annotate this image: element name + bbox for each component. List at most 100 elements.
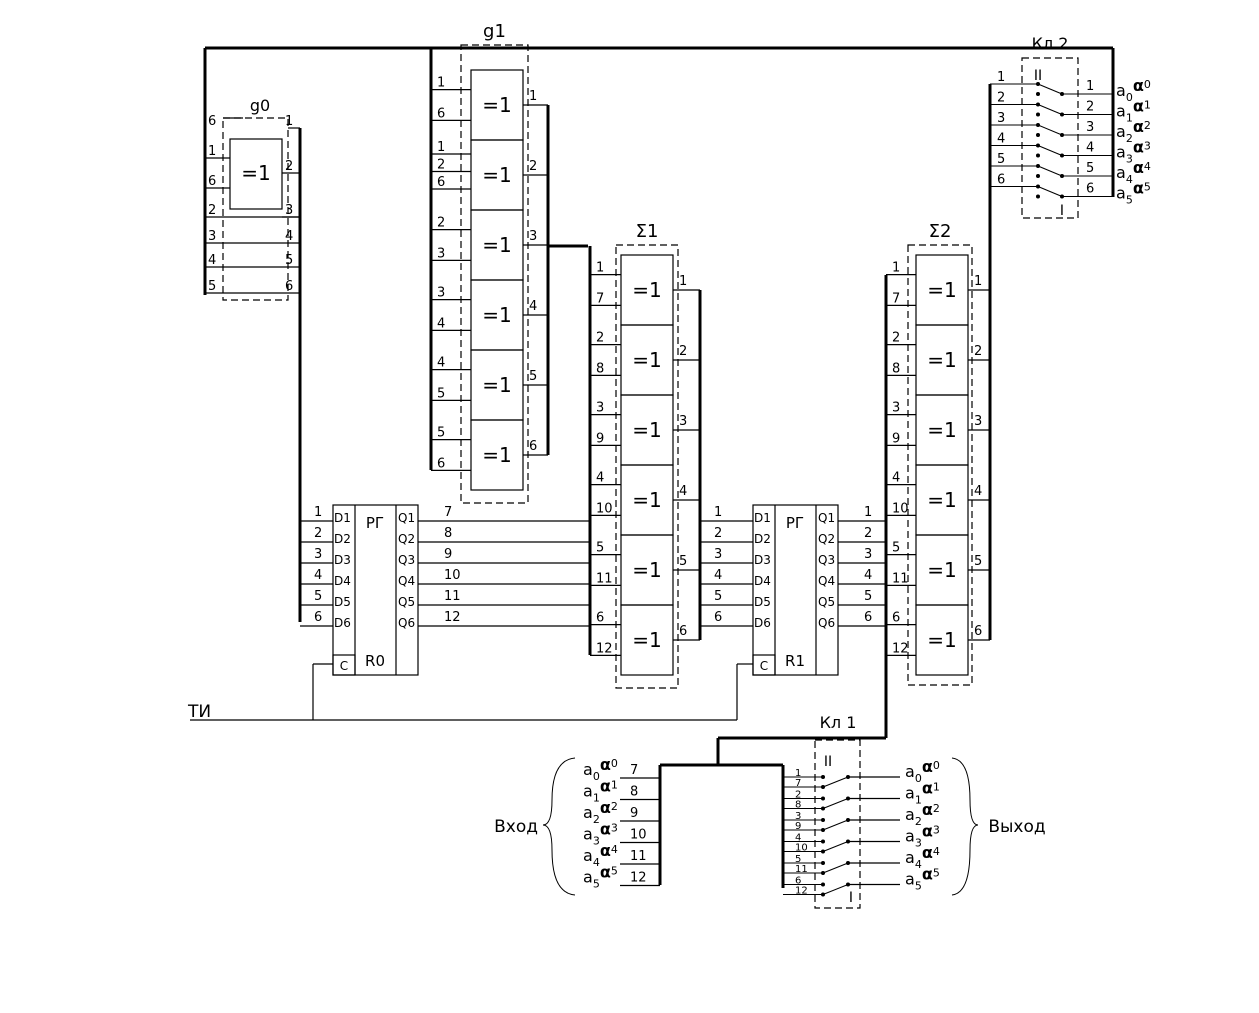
m2-input-pin-label: 10 xyxy=(892,501,909,516)
kl2-output-term-label: a3α3 xyxy=(1116,138,1151,166)
r0-input-number: 6 xyxy=(314,610,322,625)
r0-q-pin-label: Q3 xyxy=(398,553,415,567)
m1-input-pin-label: 1 xyxy=(596,261,604,276)
kl1-input-number: 12 xyxy=(795,886,808,897)
g1-dashed-frame xyxy=(460,44,529,504)
g1-input-pin-label: 4 xyxy=(437,356,445,371)
g1-input-pin-label: 3 xyxy=(437,246,445,261)
kl2-output-term-label: a0α0 xyxy=(1116,76,1151,104)
contact-dot xyxy=(821,882,825,887)
kl1-input-number: 9 xyxy=(795,821,801,832)
g0-input-pin-label: 3 xyxy=(208,229,216,244)
g0-output-pin-label: 2 xyxy=(285,159,293,174)
r1-d-pin-label: D4 xyxy=(754,574,771,588)
r1-input-number: 2 xyxy=(714,526,722,541)
g1-input-pin-label: 1 xyxy=(437,140,445,155)
m1-gate-label: =1 xyxy=(632,278,661,302)
input-term-label: a3α3 xyxy=(583,820,618,848)
g1-output-pin-label: 4 xyxy=(529,299,537,314)
kl1-input-number: 5 xyxy=(795,854,801,865)
contact-dot xyxy=(1036,133,1040,137)
r0-output-number: 7 xyxy=(444,505,452,520)
kl2-input-number: 2 xyxy=(997,91,1005,106)
m2-input-pin-label: 7 xyxy=(892,291,900,306)
kl2-output-number: 6 xyxy=(1086,182,1094,197)
kl1-switch-contact xyxy=(822,819,849,831)
kl2-output-number: 2 xyxy=(1086,100,1094,115)
kl2-position-I: I xyxy=(1060,203,1064,219)
m1-input-pin-label: 3 xyxy=(596,401,604,416)
m2-output-pin-label: 1 xyxy=(974,274,982,289)
g1-output-pin-label: 1 xyxy=(529,89,537,104)
contact-dot xyxy=(821,775,825,779)
r0-d-pin-label: D3 xyxy=(334,553,351,567)
m2-output-pin-label: 3 xyxy=(974,414,982,429)
r1-q-pin-label: Q3 xyxy=(818,553,835,567)
input-term-label: a0α0 xyxy=(583,755,618,783)
r0-input-number: 4 xyxy=(314,568,322,583)
m1-gate-label: =1 xyxy=(632,558,661,582)
g1-input-pin-label: 2 xyxy=(437,158,445,173)
m1-input-pin-label: 11 xyxy=(596,571,613,586)
r0-output-number: 10 xyxy=(444,568,461,583)
m1-output-pin-label: 3 xyxy=(679,414,687,429)
m1-input-pin-label: 8 xyxy=(596,361,604,376)
m1-input-pin-label: 6 xyxy=(596,611,604,626)
g0-gate-box xyxy=(229,138,283,210)
g1-output-pin-label: 6 xyxy=(529,439,537,454)
kl1-input-number: 7 xyxy=(795,778,801,789)
contact-dot xyxy=(1036,194,1040,199)
g1-output-pin-label: 3 xyxy=(529,229,537,244)
g1-input-pin-label: 6 xyxy=(437,175,445,190)
r0-output-number: 8 xyxy=(444,526,452,541)
output-term-label: a4α4 xyxy=(905,843,940,871)
m1-title: Σ1 xyxy=(636,221,659,242)
m2-input-pin-label: 9 xyxy=(892,431,900,446)
kl1-input-number: 2 xyxy=(795,790,801,801)
r1-output-number: 4 xyxy=(864,568,872,583)
m2-input-pin-label: 2 xyxy=(892,331,900,346)
g1-input-pin-label: 6 xyxy=(437,456,445,471)
kl1-position-I: I xyxy=(849,890,853,906)
contact-dot xyxy=(821,796,825,801)
m1-input-pin-label: 9 xyxy=(596,431,604,446)
g0-output-pin-label: 6 xyxy=(285,279,293,294)
input-term-label: a5α5 xyxy=(583,863,618,891)
contact-dot xyxy=(1036,112,1040,117)
g1-input-pin-label: 1 xyxy=(437,76,445,91)
r1-q-pin-label: Q2 xyxy=(818,532,835,546)
r1-q-pin-label: Q4 xyxy=(818,574,835,588)
output-brace xyxy=(951,757,979,896)
input-pin-number: 7 xyxy=(630,763,638,778)
kl2-position-II: II xyxy=(1034,68,1042,84)
contact-dot xyxy=(1036,153,1040,158)
m2-title: Σ2 xyxy=(929,221,952,242)
m2-output-pin-label: 2 xyxy=(974,344,982,359)
r1-d-pin-label: D6 xyxy=(754,616,771,630)
g1-input-pin-label: 2 xyxy=(437,216,445,231)
kl1-switch-contact xyxy=(822,884,849,895)
contact-dot xyxy=(821,839,825,844)
output-term-label: a3α3 xyxy=(905,822,940,850)
input-term-label: a4α4 xyxy=(583,841,618,869)
m1-input-pin-label: 10 xyxy=(596,501,613,516)
kl2-output-term-label: a2α2 xyxy=(1116,117,1151,145)
kl2-input-number: 5 xyxy=(997,152,1005,167)
m1-input-pin-label: 4 xyxy=(596,471,604,486)
input-brace xyxy=(542,757,576,896)
m1-gate-label: =1 xyxy=(632,418,661,442)
m1-input-pin-label: 12 xyxy=(596,641,613,656)
input-pin-number: 8 xyxy=(630,785,638,800)
g0-input-pin-label: 5 xyxy=(208,279,216,294)
m1-gate-label: =1 xyxy=(632,628,661,652)
r0-d-pin-label: D4 xyxy=(334,574,351,588)
kl2-dashed-frame xyxy=(1021,57,1079,219)
g1-output-pin-label: 5 xyxy=(529,369,537,384)
r1-name-label: R1 xyxy=(785,652,805,670)
r0-output-number: 12 xyxy=(444,610,461,625)
kl1-input-number: 8 xyxy=(795,800,801,811)
r1-output-number: 3 xyxy=(864,547,872,562)
m1-input-pin-label: 7 xyxy=(596,291,604,306)
m2-input-pin-label: 5 xyxy=(892,541,900,556)
